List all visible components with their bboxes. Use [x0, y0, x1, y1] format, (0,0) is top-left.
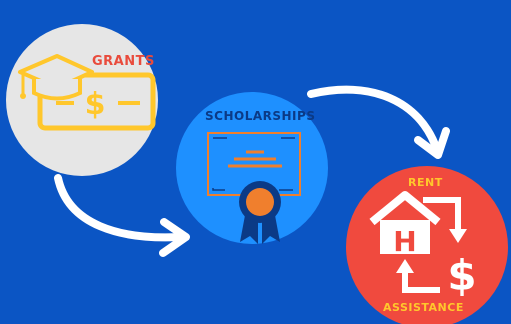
- arrow-scholarships-to-rent: [307, 85, 450, 159]
- grants-circle: [6, 24, 158, 176]
- graduation-cap-check-icon: $: [18, 54, 156, 131]
- rent-label: RENT: [408, 176, 443, 189]
- svg-text:H: H: [393, 225, 416, 258]
- certificate-icon: [207, 132, 301, 244]
- svg-text:$: $: [85, 87, 106, 122]
- scholarships-label: SCHOLARSHIPS: [205, 109, 316, 123]
- arrow-grants-to-scholarships: [54, 174, 190, 257]
- assistance-label: ASSISTANCE: [383, 301, 464, 314]
- house-exchange-dollar-icon: H $: [369, 191, 477, 300]
- scholarships-circle: [176, 92, 328, 244]
- svg-text:$: $: [447, 251, 476, 300]
- grants-label: GRANTS: [92, 54, 155, 69]
